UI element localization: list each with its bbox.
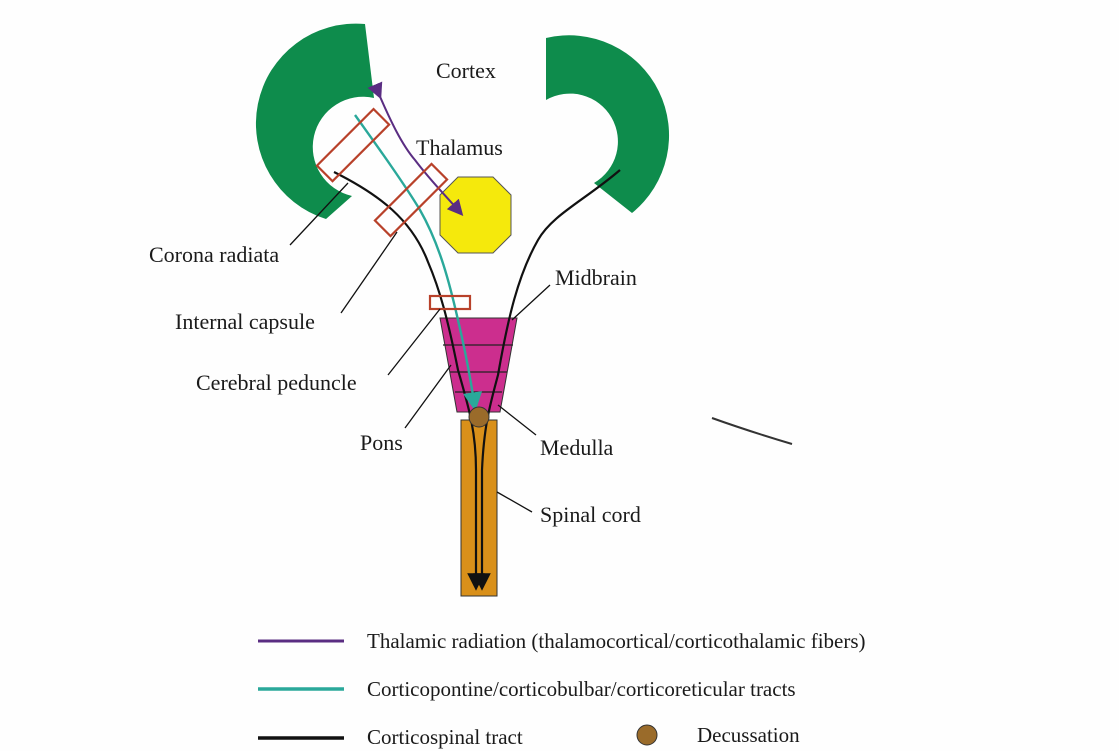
label-corona-radiata: Corona radiata	[149, 242, 279, 267]
cerebral-peduncle-box	[430, 296, 470, 309]
leader-spinal-cord	[497, 492, 532, 512]
corona-radiata-box-1	[317, 109, 389, 181]
cortex-right	[546, 35, 669, 213]
label-internal-capsule: Internal capsule	[175, 309, 315, 334]
label-thalamus: Thalamus	[416, 135, 503, 160]
leader-internal-capsule	[341, 232, 397, 313]
label-midbrain: Midbrain	[555, 265, 637, 290]
stray-mark	[712, 418, 792, 444]
label-cerebral-peduncle: Cerebral peduncle	[196, 370, 357, 395]
label-spinal-cord: Spinal cord	[540, 502, 641, 527]
leader-cerebral-peduncle	[388, 309, 440, 375]
legend-decussation-dot	[637, 725, 657, 745]
decussation-dot	[469, 407, 489, 427]
legend-thalamic-radiation: Thalamic radiation (thalamocortical/cort…	[367, 629, 866, 653]
label-medulla: Medulla	[540, 435, 614, 460]
cortex-left	[256, 24, 374, 219]
legend-corticopontine: Corticopontine/corticobulbar/corticoreti…	[367, 677, 796, 701]
leader-medulla	[498, 405, 536, 435]
legend-decussation: Decussation	[697, 723, 800, 747]
label-pons: Pons	[360, 430, 403, 455]
legend-corticospinal: Corticospinal tract	[367, 725, 523, 749]
label-cortex: Cortex	[436, 58, 496, 83]
internal-capsule-box	[375, 164, 447, 236]
thalamus-shape	[440, 177, 511, 253]
leader-pons	[405, 365, 451, 428]
spinal-cord-shape	[461, 420, 497, 596]
